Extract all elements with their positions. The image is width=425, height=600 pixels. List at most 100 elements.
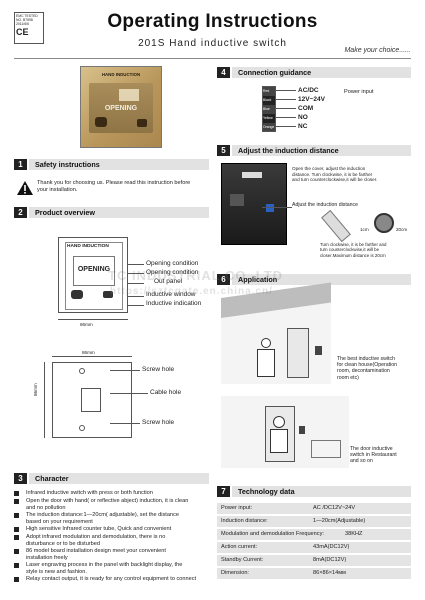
section-4-number: 4 [217,67,230,78]
tech-row-standby-current: Standby Current: 8mA(DC12V) [217,555,411,566]
section-1-header: 1 Safety instructions [14,159,209,170]
front-view-drawing: HAND INDUCTION OPENING [58,237,128,313]
character-item: 86 model board installation design meet … [14,548,214,562]
tech-row-power-input: Power input: AC /DC12V~24V [217,503,411,514]
section-1-number: 1 [14,159,27,170]
section-3-title: Character [29,473,209,484]
tech-row-induction-distance: Induction distance: 1—20cm(Adjustable) [217,516,411,527]
character-item: Relay contact output, it is ready for an… [14,576,214,584]
section-5-header: 5 Adjust the induction distance [217,145,411,156]
screwdriver-icon [321,209,351,243]
cleanroom-switch [315,346,322,355]
front-hand-icon [71,290,83,299]
callout-inductive-window: Inductive window [146,291,196,298]
document-title: Operating Instructions [107,11,318,32]
section-3-number: 3 [14,473,27,484]
callout-out-panel: Out panel [154,278,183,285]
emc-line-1: EMC TESTED [16,14,38,18]
callout-opening-condition-2: Opening condition [146,269,199,276]
document-subtitle: 201S Hand inductive switch [138,38,287,49]
application-case-2: The door inductive switch in Restaurant … [350,446,397,465]
front-display: OPENING [77,266,111,273]
label-nc: NC [298,123,308,130]
emc-certificate-box: EMC TESTED NO. B7598 2011/6/6 CE [14,12,44,44]
terminal-black [263,96,275,105]
front-sensor-icon [103,291,113,298]
label-voltage: 12V~24V [298,96,325,103]
watermark-url: https://sztcgate.en.china.cn/ [110,286,273,297]
label-ac-dc: AC/DC [298,87,319,94]
photo-label: HAND INDUCTION [101,72,141,77]
terminal-orange [263,123,275,131]
tagline: Make your choice...... [344,47,411,54]
emc-line-3: 2011/6/6 [16,22,29,26]
section-2-number: 2 [14,207,27,218]
character-item: High sensitive Infrared counter tube, Qu… [14,526,214,534]
back-callout-cable: Cable hole [150,389,182,396]
person-head-icon [261,338,271,348]
section-6-header: 6 Application [217,274,411,285]
terminal-blue [263,105,275,114]
terminal-red [263,87,275,96]
connection-labels: AC/DC 12V~24V COM NO NC [298,86,325,131]
section-5-title: Adjust the induction distance [232,145,411,156]
adjust-knob-icon [374,213,394,233]
back-dimension-width: 86mm [82,350,95,355]
character-item: The induction distance:1—20cm( adjustabl… [14,512,214,526]
emc-line-2: NO. B7598 [16,18,33,22]
chef-body-icon [270,429,288,453]
terminal-colors: Red Black Blue Yellow Orange [263,89,275,129]
application-sketch-cleanroom [221,282,331,384]
person-body-icon [257,349,275,377]
callout-opening-condition-1: Opening condition [146,260,199,267]
character-item: Open the door with hand( or reflective a… [14,498,214,512]
section-2-header: 2 Product overview [14,207,209,218]
terminal-yellow [263,114,275,123]
application-case-1: The best inductive switch for clean hous… [337,356,397,381]
section-7-title: Technology data [232,486,411,497]
section-1-title: Safety instructions [29,159,209,170]
header-divider [14,58,411,59]
adjust-text-top: Open the cover, adjust the induction dis… [292,166,378,183]
product-photo: HAND INDUCTION OPENING [80,66,162,148]
front-window [73,256,115,286]
section-4-header: 4 Connection guidance [217,67,411,78]
safety-line-2: your installation. [37,187,78,193]
back-callout-screw-bottom: Screw hole [142,419,175,426]
section-5-number: 5 [217,145,230,156]
watermark-company: TC INDUSTRIAL CO.,LTD [108,268,284,283]
warning-icon [17,181,33,195]
label-no: NO [298,114,308,121]
callout-inductive-indication: Inductive indication [146,300,202,307]
section-6-number: 6 [217,274,230,285]
tech-row-action-current: Action current: 43mA(DC12V) [217,542,411,553]
back-callout-screw-top: Screw hole [142,366,175,373]
knob-min: 1cm [360,227,369,232]
character-list: Infrared inductive switch with press or … [14,490,214,584]
restaurant-counter [311,440,341,458]
safety-text: Thank you for choosing us. Please read t… [37,180,209,194]
chef-head-icon [273,416,285,428]
sensor-icon [137,119,147,127]
section-2-title: Product overview [29,207,209,218]
cleanroom-door [287,328,309,378]
circuit-board-photo [221,163,287,245]
back-dimension-height: 86mm [33,383,38,396]
back-view-drawing [52,362,132,438]
photo-window: OPENING [89,83,153,133]
restaurant-switch [299,426,305,434]
front-callouts: Opening condition Opening condition Out … [146,259,201,308]
section-7-number: 7 [217,486,230,497]
section-4-title: Connection guidance [232,67,411,78]
board-chip [230,194,244,206]
front-dimension: 86mm [80,322,93,327]
knob-max: 20cm [396,227,408,232]
adjust-text-bottom: Turn clockwise, it is be farther and tur… [320,242,387,258]
power-input-label: Power input [344,89,374,95]
front-label: HAND INDUCTION [67,244,109,249]
cable-hole [81,388,101,412]
tech-row-frequency: Modulation and demodulation Frequency: 3… [217,529,411,540]
section-7-header: 7 Technology data [217,486,411,497]
character-item: Laser engraving process in the panel wit… [14,562,214,576]
photo-display: OPENING [104,105,138,112]
